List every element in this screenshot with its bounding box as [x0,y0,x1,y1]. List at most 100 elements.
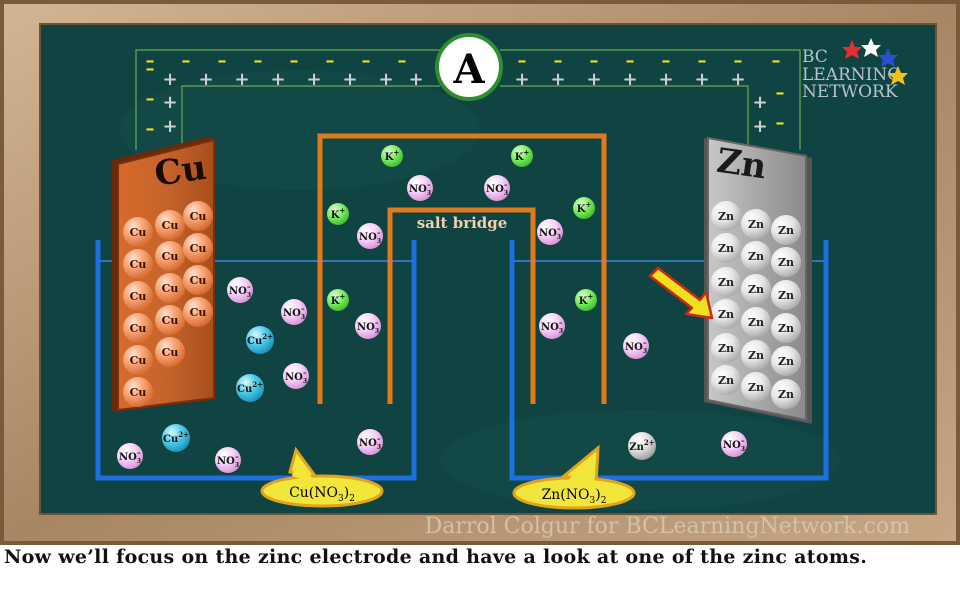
svg-text:Cu: Cu [130,354,147,367]
k-ion: K+ [575,289,597,311]
nitrate-ion: NO3– [117,443,143,469]
k-ion: K+ [327,203,349,225]
nitrate-ion: NO3– [227,277,253,303]
copper-atom: Cu [183,201,213,231]
charge-marker: – [362,50,371,71]
copper-electrode-label: Cu [152,148,209,195]
beaker-left [95,240,417,481]
svg-text:NO3–: NO3– [359,228,381,245]
logo-star-white-icon [861,38,881,57]
charge-marker: + [658,69,673,90]
svg-text:Cu2+: Cu2+ [247,332,273,347]
wire-left-outer [135,49,440,150]
svg-text:NO3–: NO3– [486,180,508,197]
svg-text:NO3–: NO3– [539,224,561,241]
charge-marker: + [514,69,529,90]
svg-text:NO3–: NO3– [217,452,239,469]
k-ion: K+ [511,145,533,167]
charge-marker: – [626,50,635,71]
zinc-atom: Zn [741,307,771,337]
zinc-atom: Zn [771,215,801,245]
logo-star-red-icon [842,40,862,59]
charge-marker: + [730,69,745,90]
svg-text:K+: K+ [331,206,346,221]
logo-star-blue-icon [878,48,898,67]
zinc-atom: Zn [771,379,801,409]
copper-atom: Cu [155,305,185,335]
charge-marker: – [146,58,155,79]
zinc-atom: Zn [711,201,741,231]
svg-text:Cu: Cu [162,346,179,359]
svg-text:Zn: Zn [748,381,764,394]
nitrate-ion: NO3– [623,333,649,359]
copper-atom: Cu [183,265,213,295]
charge-marker: – [290,50,299,71]
charge-marker: + [342,69,357,90]
ammeter-label: A [452,46,485,93]
svg-text:Zn2+: Zn2+ [629,438,654,453]
svg-text:Zn: Zn [778,388,794,401]
charge-marker: + [162,69,177,90]
charge-marker: + [270,69,285,90]
charge-marker: – [776,82,785,103]
svg-text:Cu: Cu [162,219,179,232]
svg-text:Zn: Zn [748,349,764,362]
copper-atom: Cu [123,345,153,375]
svg-text:K+: K+ [577,200,592,215]
svg-text:Cu: Cu [190,210,207,223]
svg-text:Zn: Zn [718,308,734,321]
zinc-atom: Zn [711,233,741,263]
svg-text:NO3–: NO3– [119,448,141,465]
copper-atom: Cu [155,273,185,303]
svg-text:Zn: Zn [748,218,764,231]
svg-text:NO3–: NO3– [625,338,647,355]
svg-text:NO3–: NO3– [283,304,305,321]
copper-ion: Cu2+ [236,374,264,402]
svg-text:NO3–: NO3– [359,434,381,451]
wire-right-outer [500,49,801,150]
copper-atom: Cu [183,233,213,263]
svg-text:NO3–: NO3– [541,318,563,335]
svg-text:Cu: Cu [190,306,207,319]
charge-marker: – [662,50,671,71]
logo-star-yellow-icon [888,66,908,85]
zinc-atom: Zn [741,241,771,271]
nitrate-ion: NO3– [281,299,307,325]
nitrate-ion: NO3– [357,429,383,455]
chalk-smudge [440,410,840,510]
charge-marker: + [234,69,249,90]
svg-text:Zn: Zn [778,289,794,302]
wire-charge-markers: ––––––––––––––––+++++++++++++++–––++––++ [146,50,785,139]
callout-right: Zn(NO3)2 [512,444,636,510]
logo-line-learning: LEARNING [802,65,901,85]
nitrate-ion: NO3– [357,223,383,249]
svg-text:Cu: Cu [162,282,179,295]
beaker-right [509,240,829,481]
svg-text:Cu: Cu [130,386,147,399]
caption: Now we’ll focus on the zinc electrode an… [4,546,868,568]
charge-marker: – [182,50,191,71]
zinc-atom: Zn [741,209,771,239]
charge-marker: – [698,50,707,71]
charge-marker: + [306,69,321,90]
zinc-atom: Zn [771,280,801,310]
ammeter [435,33,503,101]
charge-marker: + [162,116,177,137]
nitrate-ion: NO3– [355,313,381,339]
copper-atom: Cu [155,210,185,240]
svg-text:Zn: Zn [778,322,794,335]
charge-marker: – [518,50,527,71]
svg-text:Zn: Zn [778,355,794,368]
svg-text:Zn: Zn [748,316,764,329]
svg-text:NO3–: NO3– [285,368,307,385]
zinc-atom: Zn [741,372,771,402]
k-ion: K+ [573,197,595,219]
copper-atom: Cu [123,377,153,407]
svg-text:Cu: Cu [190,274,207,287]
charge-marker: – [772,50,781,71]
copper-atom: Cu [155,241,185,271]
